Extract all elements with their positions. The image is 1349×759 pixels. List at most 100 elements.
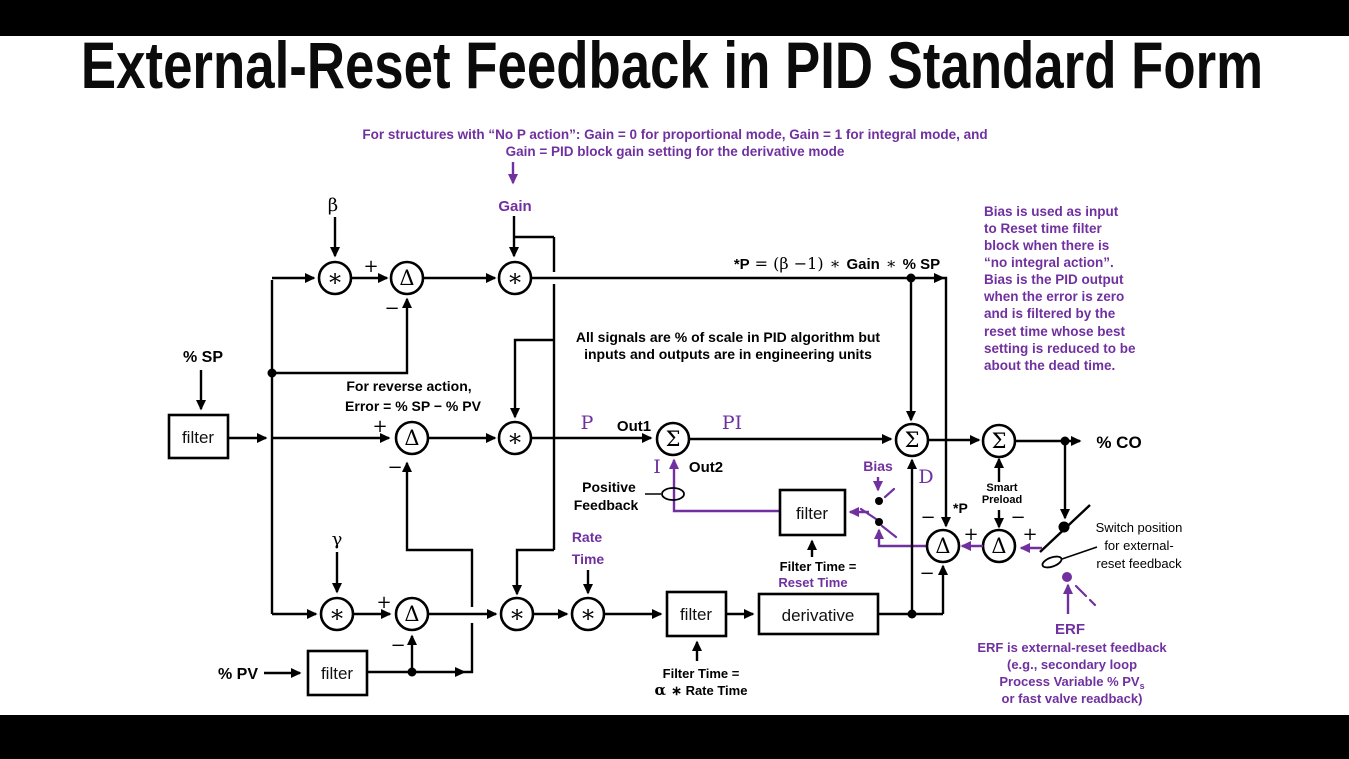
sigma-glyph: Σ — [992, 429, 1007, 453]
positive-feedback-label1: Positive — [582, 479, 636, 495]
filter-box-label: filter — [796, 504, 828, 523]
derivative-box-label: derivative — [782, 606, 855, 625]
asterisk-glyph: ∗ — [327, 264, 343, 292]
erf-label: ERF — [1055, 621, 1085, 638]
minus-sign: − — [384, 298, 399, 319]
p-signal-label: P — [581, 412, 594, 434]
pi-signal-label: PI — [722, 412, 742, 434]
sigma-pid-node: Σ — [894, 422, 930, 458]
pv-route-arrow — [455, 667, 466, 677]
reset-contact-dot — [875, 518, 883, 526]
derivative-filter-box: filter — [665, 590, 728, 638]
smart-preload-label2: Preload — [982, 494, 1022, 506]
pv-filter-box: filter — [306, 649, 369, 697]
delta-glyph: Δ — [404, 426, 419, 450]
dfilter-note-line2: α∗ Rate Time — [655, 681, 748, 699]
multiplier-gain-node: ∗ — [497, 260, 533, 296]
svg-text:about the dead time.: about the dead time. — [984, 358, 1115, 373]
sigma-preload-node: Σ — [981, 423, 1017, 459]
switch-throw-line — [1061, 546, 1098, 560]
svg-text:reset time whose best: reset time whose best — [984, 324, 1126, 339]
bias-contact-dot — [875, 497, 883, 505]
reset-switch-arm — [859, 507, 881, 523]
svg-text:block when there is: block when there is — [984, 238, 1109, 253]
plus-sign: + — [1022, 524, 1037, 545]
bias-label: Bias — [863, 458, 893, 474]
smart-preload-label1: Smart — [986, 482, 1018, 494]
positive-feedback-marker — [661, 487, 685, 501]
star-p-equation: *P= (β −1)∗Gain∗% SP — [734, 254, 940, 273]
reverse-note-line1: For reverse action, — [346, 378, 471, 394]
svg-text:Bias is used as input: Bias is used as input — [984, 204, 1119, 219]
asterisk-glyph: ∗ — [507, 424, 523, 452]
gamma-label: γ — [332, 529, 343, 550]
delta-glyph: Δ — [935, 534, 950, 558]
minus-sign: − — [920, 507, 935, 528]
top-band — [0, 0, 1349, 36]
signals-note-line1: All signals are % of scale in PID algori… — [576, 329, 881, 345]
rate-time-label1: Rate — [572, 529, 603, 545]
asterisk-glyph: ∗ — [329, 600, 345, 628]
multiplier-dgain-node: ∗ — [499, 596, 535, 632]
sp-filter-box: filter — [167, 413, 230, 460]
gain-note-line2: Gain = PID block gain setting for the de… — [506, 144, 845, 159]
reset-filter-note1: Filter Time = — [780, 559, 857, 574]
svg-text:and is filtered by the: and is filtered by the — [984, 306, 1116, 321]
svg-text:Bias is the PID output: Bias is the PID output — [984, 272, 1124, 287]
dfilter-note-line1: Filter Time = — [663, 666, 740, 681]
i-signal-label: I — [653, 456, 661, 478]
multiplier-beta-node: ∗ — [317, 260, 353, 296]
svg-text:to Reset time filter: to Reset time filter — [984, 221, 1103, 236]
pv-route-low — [367, 623, 474, 674]
delta2-node: Δ — [981, 528, 1017, 564]
rate-time-label2: Time — [572, 551, 605, 567]
d-signal-label: D — [918, 466, 933, 488]
erf-dash1 — [1074, 584, 1088, 598]
multiplier-gamma-node: ∗ — [319, 596, 355, 632]
reset-filter-note2: Reset Time — [778, 575, 847, 590]
plus-sign: + — [376, 592, 391, 613]
sigma-glyph: Σ — [905, 428, 920, 452]
signals-note-line2: inputs and outputs are in engineering un… — [584, 346, 872, 362]
asterisk-glyph: ∗ — [509, 600, 525, 628]
star-p-line — [531, 276, 951, 528]
erf-note: ERF is external-reset feedback (e.g., se… — [977, 640, 1167, 706]
delta-glyph: Δ — [991, 534, 1006, 558]
gain-label: Gain — [498, 198, 531, 215]
switch-common-dot — [1058, 521, 1070, 533]
out1-label: Out1 — [617, 418, 651, 435]
minus-sign: − — [390, 635, 405, 656]
erf-contact-ellipse — [1041, 555, 1063, 569]
gain-note-line1: For structures with “No P action”: Gain … — [362, 127, 987, 142]
plus-sign: + — [372, 416, 387, 437]
delta-glyph: Δ — [399, 266, 414, 290]
filter-box-label: filter — [321, 664, 353, 683]
multiplier-rate-node: ∗ — [570, 596, 606, 632]
svg-text:(e.g., secondary loop: (e.g., secondary loop — [1007, 657, 1137, 672]
delta-top-node: Δ — [389, 260, 425, 296]
out2-label: Out2 — [689, 459, 723, 476]
delta-glyph: Δ — [404, 602, 419, 626]
page-title: External-Reset Feedback in PID Standard … — [81, 28, 1263, 102]
svg-text:or fast valve readback): or fast valve readback) — [1002, 691, 1143, 706]
erf-dash2 — [1088, 598, 1097, 607]
reverse-note-line2: Error = % SP − % PV — [345, 398, 482, 414]
sigma-glyph: Σ — [666, 427, 681, 451]
reset-contact-dash — [880, 524, 898, 539]
asterisk-glyph: ∗ — [507, 264, 523, 292]
switch-note-line1: Switch position — [1096, 520, 1183, 535]
switch-note-line3: reset feedback — [1096, 556, 1182, 571]
sp-to-top-delta-minus — [272, 297, 412, 375]
star-p-mid-arrow — [934, 273, 945, 283]
sigma-pi-node: Σ — [655, 421, 691, 457]
gain-to-p-mult — [510, 338, 554, 419]
minus-sign: − — [1010, 507, 1025, 528]
beta-label: β — [328, 195, 338, 216]
bias-dash — [883, 487, 896, 499]
reset-filter-box: filter — [778, 488, 847, 537]
erf-contact-dot — [1062, 572, 1072, 582]
sp-label: % SP — [183, 349, 223, 366]
minus-sign: − — [387, 457, 402, 478]
